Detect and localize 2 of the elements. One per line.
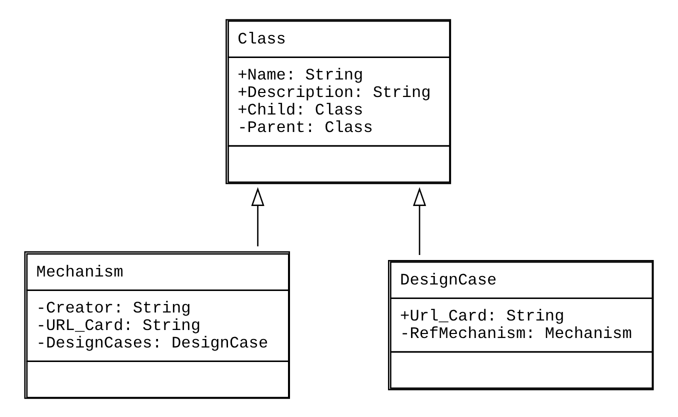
- arrow: [412, 186, 426, 255]
- arrow: [251, 186, 264, 246]
